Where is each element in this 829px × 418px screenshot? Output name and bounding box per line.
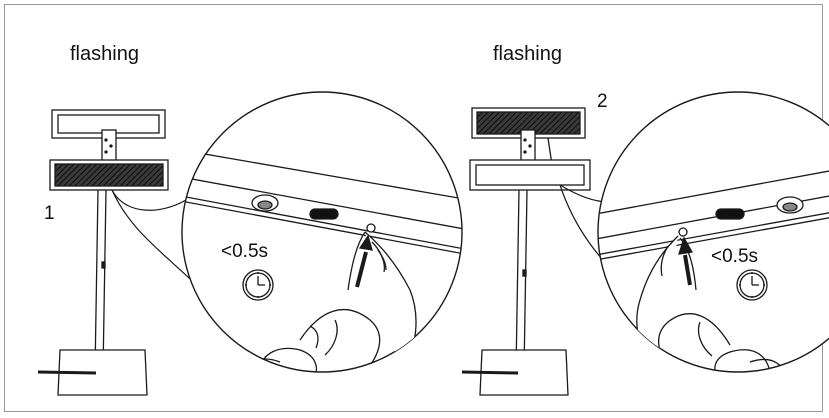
press-time-label-2: <0.5s xyxy=(711,246,759,267)
status-label-2: flashing xyxy=(493,43,562,65)
status-label-1: flashing xyxy=(70,43,139,65)
panel-1 xyxy=(37,91,463,396)
step-number-2: 2 xyxy=(597,91,608,112)
solar-lamp-icon xyxy=(37,109,169,396)
clock-icon xyxy=(242,269,274,301)
solar-lamp-icon xyxy=(461,107,591,396)
press-time-label-1: <0.5s xyxy=(221,241,269,262)
magnified-detail xyxy=(597,91,829,373)
panel-2 xyxy=(461,91,829,396)
step-number-1: 1 xyxy=(44,203,55,224)
magnified-detail xyxy=(181,91,463,373)
clock-icon xyxy=(736,269,768,301)
